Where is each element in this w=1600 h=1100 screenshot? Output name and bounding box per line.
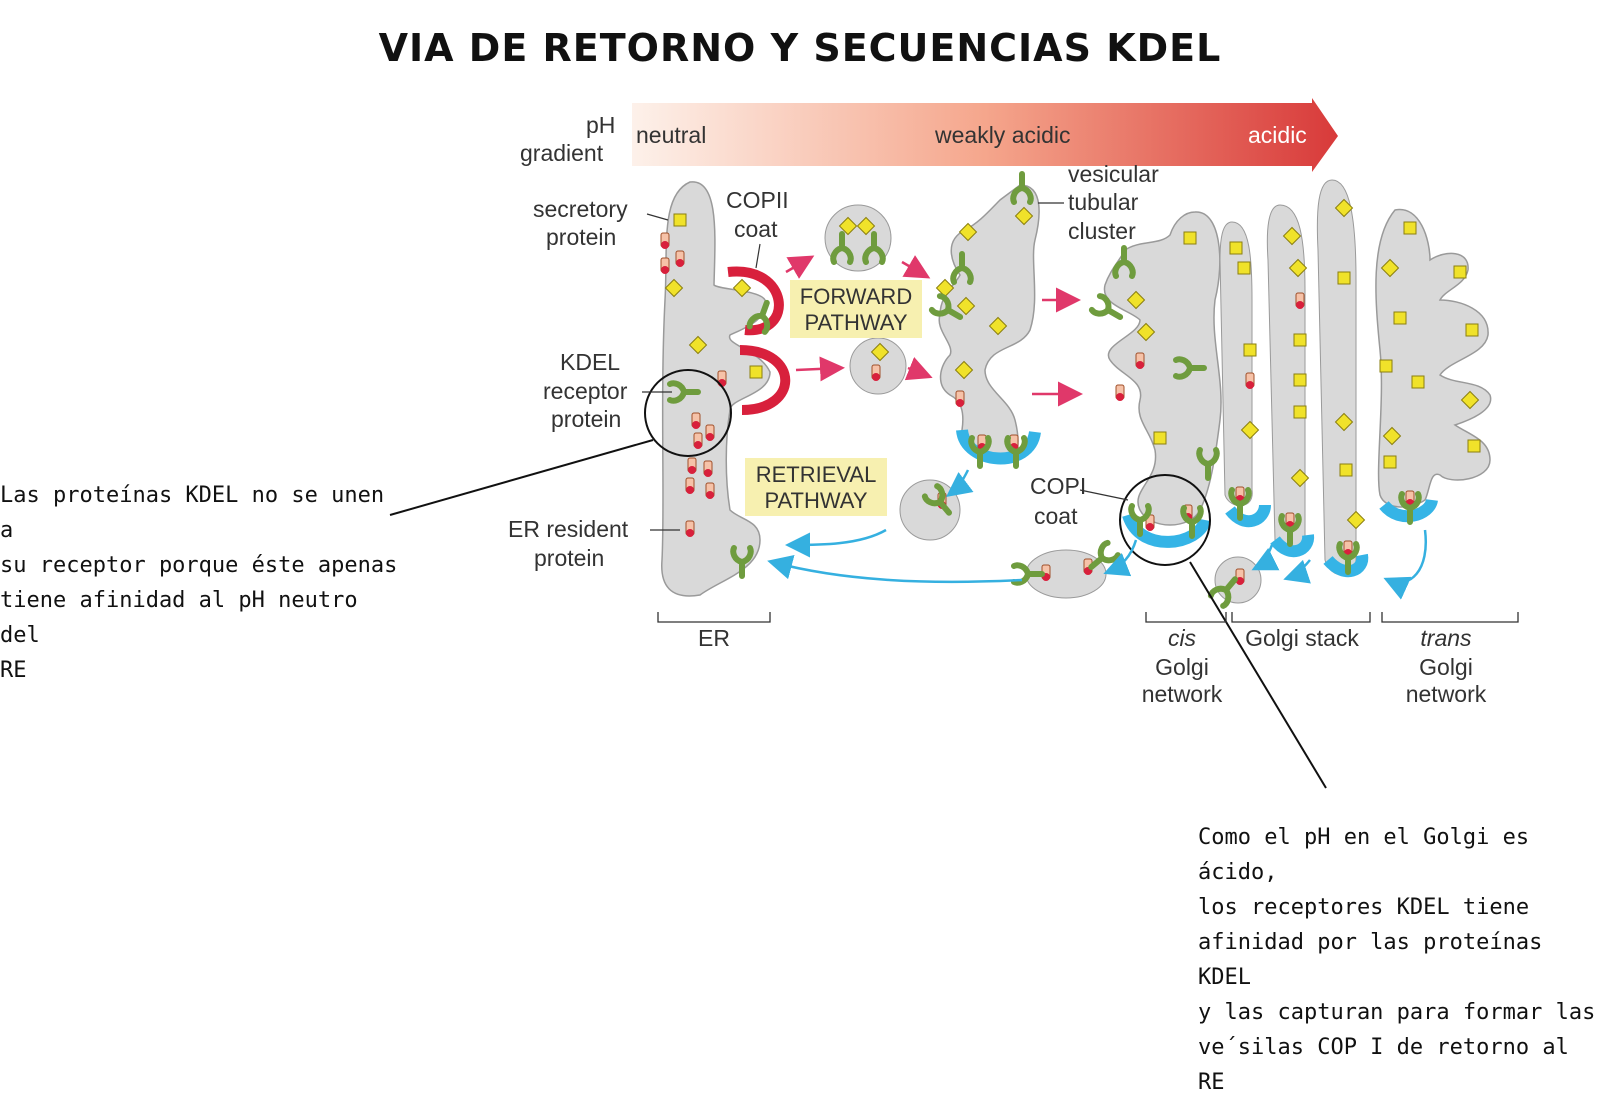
forward-pathway-box bbox=[790, 280, 922, 338]
copi-coat-vtc bbox=[956, 428, 1041, 465]
ph-label: pH bbox=[586, 112, 615, 138]
label-trans-3: network bbox=[1406, 681, 1487, 707]
copii-vesicle-1 bbox=[824, 204, 892, 272]
label-copi-1: COPI bbox=[1030, 473, 1086, 499]
annotation-right: Como el pH en el Golgi es ácido, los rec… bbox=[1198, 825, 1596, 1095]
gradient-label: gradient bbox=[520, 140, 604, 166]
cis-highlight-circle bbox=[1119, 474, 1211, 566]
callout-line-right bbox=[1189, 561, 1327, 789]
forward-arrows bbox=[785, 255, 1083, 407]
label-copi-2: coat bbox=[1034, 503, 1078, 529]
label-cis-2: Golgi bbox=[1155, 654, 1209, 680]
retrieval-pathway-label-1: RETRIEVAL bbox=[756, 462, 877, 487]
ph-gradient-arrow bbox=[632, 98, 1338, 172]
label-kdel-2: receptor bbox=[543, 378, 628, 404]
label-copii-1: COPII bbox=[726, 187, 789, 213]
label-vtc-3: cluster bbox=[1068, 218, 1136, 244]
copi-coat-stack-1 bbox=[1225, 504, 1271, 528]
copi-coat-cis bbox=[1122, 512, 1211, 548]
label-kdel-3: protein bbox=[551, 406, 621, 432]
label-vtc-2: tubular bbox=[1068, 189, 1139, 215]
ph-stop-weakly-acidic: weakly acidic bbox=[934, 122, 1071, 148]
label-er-resident-1: ER resident bbox=[508, 516, 629, 542]
label-cis-1: cis bbox=[1168, 625, 1197, 651]
copi-vesicle-1 bbox=[899, 479, 961, 541]
ph-stop-acidic: acidic bbox=[1248, 122, 1307, 148]
label-er: ER bbox=[698, 625, 730, 651]
label-trans-2: Golgi bbox=[1419, 654, 1473, 680]
copii-coat-upper bbox=[727, 266, 784, 336]
ph-stop-neutral: neutral bbox=[636, 122, 706, 148]
forward-pathway-label-2: PATHWAY bbox=[804, 310, 907, 335]
vesicular-tubular-cluster bbox=[938, 184, 1040, 464]
label-cis-3: network bbox=[1142, 681, 1223, 707]
er-highlight-circle bbox=[644, 369, 732, 457]
copi-coat-stack-2 bbox=[1270, 534, 1315, 558]
page-title: VIA DE RETORNO Y SECUENCIAS KDEL bbox=[378, 26, 1222, 70]
compartment-brackets bbox=[657, 612, 1519, 623]
copi-coat-trans bbox=[1379, 498, 1438, 523]
forward-pathway-label-1: FORWARD bbox=[800, 284, 912, 309]
label-copii-2: coat bbox=[734, 216, 778, 242]
retrieval-arrows bbox=[767, 469, 1428, 600]
retrieval-pathway-label-2: PATHWAY bbox=[764, 488, 867, 513]
retrieval-pathway-box bbox=[745, 458, 887, 516]
label-golgi-stack: Golgi stack bbox=[1245, 625, 1359, 651]
copii-coat-lower bbox=[739, 345, 791, 415]
label-secretory-1: secretory bbox=[533, 196, 628, 222]
label-vtc-1: vesicular bbox=[1068, 161, 1159, 187]
label-kdel-1: KDEL bbox=[560, 349, 620, 375]
callout-line-left bbox=[389, 439, 654, 516]
er-membrane bbox=[661, 181, 771, 597]
label-er-resident-2: protein bbox=[534, 545, 604, 571]
diagram: pH gradient neutral weakly acidic acidic bbox=[389, 98, 1519, 789]
copi-coat-stack-3 bbox=[1323, 553, 1369, 578]
label-secretory-2: protein bbox=[546, 224, 616, 250]
label-trans-1: trans bbox=[1420, 625, 1472, 651]
annotation-left: Las proteínas KDEL no se unen a su recep… bbox=[0, 483, 398, 683]
